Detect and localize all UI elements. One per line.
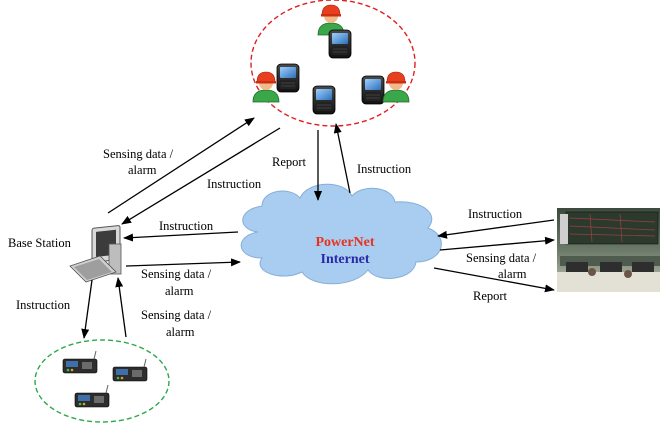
cloud-label-internet: Internet — [321, 252, 370, 267]
label-report-top: Report — [272, 155, 307, 169]
smartphone-icon — [312, 85, 336, 115]
workers-group — [250, 0, 416, 127]
arrow-sensing-to-workers — [107, 117, 255, 214]
label-sensing-alarm-mid: Sensing data / — [141, 267, 212, 281]
label-sensing-alarm-right: Sensing data / — [466, 251, 537, 265]
arrows — [81, 117, 555, 339]
label-sensing-alarm-right-2: alarm — [498, 267, 527, 281]
sensor-board-icon — [112, 358, 148, 382]
label-report-right: Report — [473, 289, 508, 303]
arrow-instruction-to-workers — [333, 123, 351, 194]
label-sensing-alarm-bottom-2: alarm — [166, 325, 195, 339]
smartphone-icon — [328, 29, 352, 59]
arrow-sensing-to-base — [115, 277, 127, 338]
label-sensing-alarm-top: Sensing data / — [103, 147, 174, 161]
cloud-label-powernet: PowerNet — [315, 235, 374, 250]
powernet-cloud: PowerNet Internet — [240, 183, 442, 285]
worker-icon — [382, 71, 410, 103]
arrow-instruction-to-sensors — [81, 279, 93, 339]
label-instruction-left: Instruction — [16, 298, 71, 312]
sensor-board-icon — [74, 384, 110, 408]
arrow-report-to-controlroom — [433, 267, 555, 293]
smartphone-icon — [276, 63, 300, 93]
label-sensing-alarm-bottom: Sensing data / — [141, 308, 212, 322]
label-sensing-alarm-top-2: alarm — [128, 163, 157, 177]
sensor-board-icon — [62, 350, 98, 374]
arrow-instruction-to-basestation — [123, 231, 239, 242]
label-instruction-top: Instruction — [207, 177, 262, 191]
arrow-instruction-to-cloud — [437, 219, 555, 239]
label-instruction-right: Instruction — [468, 207, 523, 221]
edge-labels: Sensing data / alarm Instruction Report … — [16, 147, 537, 339]
sensors-group — [34, 339, 170, 423]
label-instruction-mid: Instruction — [159, 219, 214, 233]
arrow-sensing-to-controlroom — [439, 236, 555, 251]
label-sensing-alarm-mid-2: alarm — [165, 284, 194, 298]
smartphone-icon — [361, 75, 385, 105]
arrow-sensing-to-cloud — [125, 258, 241, 267]
sensors-circle — [34, 339, 170, 423]
arrow-instruction-to-base — [121, 127, 281, 225]
base-station-label: Base Station — [8, 236, 72, 250]
workers-circle — [250, 0, 416, 127]
control-room-photo — [557, 208, 660, 292]
label-instruction-top-right: Instruction — [357, 162, 412, 176]
computer-icon — [69, 225, 122, 283]
